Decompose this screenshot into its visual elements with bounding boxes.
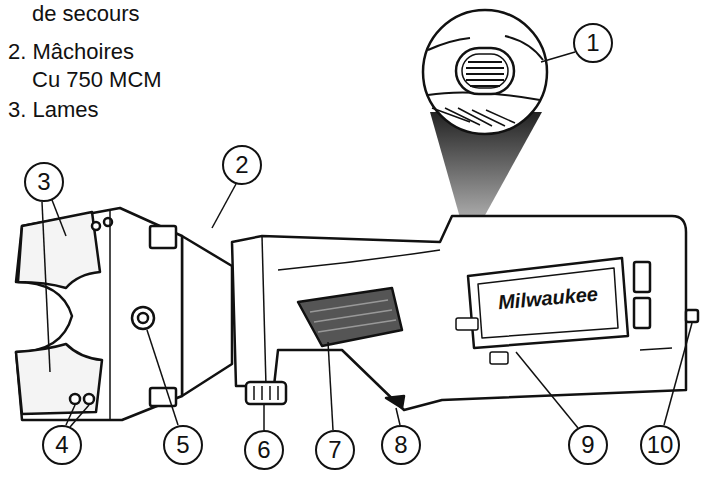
callout-circle: 9: [568, 425, 608, 465]
callout-number: 9: [581, 433, 594, 457]
callout-circle: 7: [315, 430, 355, 470]
cutting-head: [16, 208, 232, 420]
callout-circle: 6: [244, 430, 284, 470]
callout-circle: 8: [381, 425, 421, 465]
callout-number: 1: [586, 31, 599, 55]
callout-circle: 2: [222, 145, 262, 185]
legend-text: 3. Lames: [8, 96, 99, 124]
callout-circle: 4: [42, 425, 82, 465]
callout-number: 8: [394, 433, 407, 457]
callout-number: 5: [176, 433, 189, 457]
legend-text: 2. Mâchoires Cu 750 MCM: [8, 38, 166, 93]
callout-circle: 10: [640, 425, 680, 465]
callout-circle: 3: [24, 162, 64, 202]
callout-number: 10: [647, 433, 674, 457]
callout-number: 7: [328, 438, 341, 462]
vent-inset: [423, 10, 547, 134]
tool-body: [232, 216, 698, 410]
leader-lines: [42, 52, 692, 430]
callout-number: 3: [37, 170, 50, 194]
callout-number: 6: [257, 438, 270, 462]
callout-circle: 1: [573, 23, 613, 63]
legend-text-text: 3. Lames: [8, 97, 99, 122]
callout-number: 2: [235, 153, 248, 177]
legend-text-text: de secours: [32, 1, 140, 26]
callout-number: 4: [55, 433, 68, 457]
callout-circle: 5: [163, 425, 203, 465]
legend-text-text: 2. Mâchoires Cu 750 MCM: [8, 39, 162, 92]
legend-text: de secours: [32, 0, 140, 28]
